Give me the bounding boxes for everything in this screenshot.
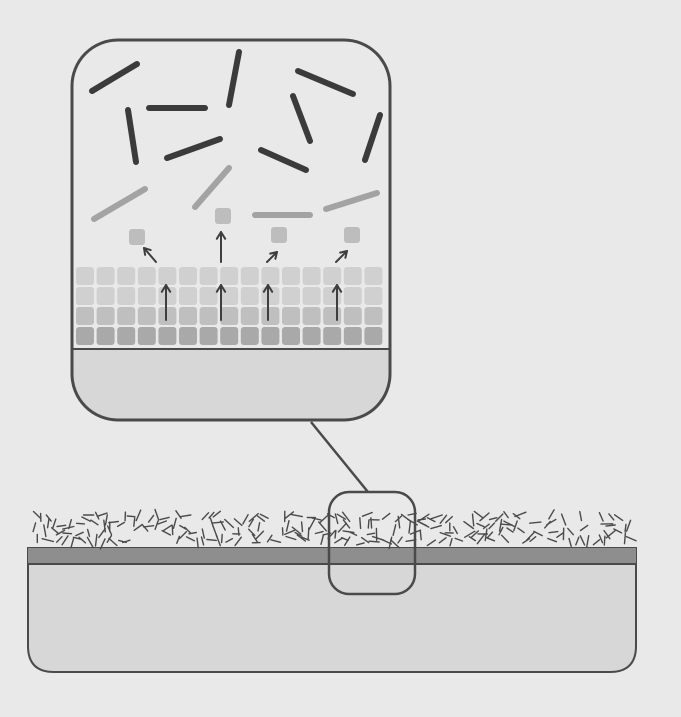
grain-cell bbox=[117, 307, 135, 325]
grain-cell bbox=[364, 267, 382, 285]
grain-cell bbox=[117, 267, 135, 285]
grain-cell bbox=[200, 327, 218, 345]
grain-cell bbox=[282, 327, 300, 345]
grain-cell bbox=[97, 267, 115, 285]
grain-cell bbox=[158, 327, 176, 345]
grain-cell bbox=[179, 327, 197, 345]
nucleus bbox=[344, 227, 360, 243]
grain-cell bbox=[117, 287, 135, 305]
grain-cell bbox=[76, 307, 94, 325]
nucleus bbox=[129, 229, 145, 245]
grain-cell bbox=[117, 327, 135, 345]
grain-cell bbox=[344, 267, 362, 285]
surface-crystal bbox=[222, 535, 223, 543]
grain-cell bbox=[364, 287, 382, 305]
nucleus bbox=[271, 227, 287, 243]
surface-crystal bbox=[127, 516, 135, 517]
grain-cell bbox=[282, 267, 300, 285]
grain-cell bbox=[261, 307, 279, 325]
grain-cell bbox=[97, 287, 115, 305]
magnified-view bbox=[72, 40, 390, 429]
grain-cell bbox=[344, 327, 362, 345]
grain-cell bbox=[364, 307, 382, 325]
grain-cell bbox=[303, 287, 321, 305]
surface-crystal bbox=[625, 533, 626, 544]
surface-crystal bbox=[63, 533, 72, 534]
grain-cell bbox=[241, 327, 259, 345]
grain-cell bbox=[282, 287, 300, 305]
surface-crystal bbox=[625, 524, 626, 531]
grain-cell bbox=[344, 307, 362, 325]
grain-cell bbox=[303, 307, 321, 325]
grain-cell bbox=[261, 267, 279, 285]
grain-cell bbox=[241, 267, 259, 285]
grain-cell bbox=[179, 307, 197, 325]
grain-cell bbox=[303, 267, 321, 285]
surface-crystal bbox=[207, 540, 216, 541]
grain-cell bbox=[364, 327, 382, 345]
magnified-substrate bbox=[72, 349, 390, 429]
grain-cell bbox=[303, 327, 321, 345]
grain-cell bbox=[76, 327, 94, 345]
grain-cell bbox=[282, 307, 300, 325]
surface-crystal bbox=[238, 528, 239, 535]
surface-crystal bbox=[604, 536, 605, 545]
grain-cell bbox=[200, 267, 218, 285]
grain-cell bbox=[323, 267, 341, 285]
grain-cell bbox=[158, 287, 176, 305]
nucleus bbox=[215, 208, 231, 224]
grain-cell bbox=[138, 307, 156, 325]
grain-cell bbox=[158, 307, 176, 325]
grain-cell bbox=[200, 307, 218, 325]
grain-cell bbox=[344, 287, 362, 305]
grain-cell bbox=[200, 287, 218, 305]
grain-cell bbox=[323, 307, 341, 325]
surface-crystal bbox=[369, 541, 379, 542]
surface-crystal bbox=[77, 523, 85, 524]
surface-crystal bbox=[134, 518, 135, 526]
grain-cell bbox=[261, 327, 279, 345]
grain-cell bbox=[179, 287, 197, 305]
surface-crystal bbox=[360, 518, 361, 529]
grain-cell bbox=[158, 267, 176, 285]
grain-cell bbox=[138, 327, 156, 345]
surface-crystal bbox=[335, 531, 336, 539]
grain-cell bbox=[97, 327, 115, 345]
coating-layer bbox=[28, 548, 636, 564]
grain-cell bbox=[241, 307, 259, 325]
grain-cell bbox=[323, 287, 341, 305]
grain-cell bbox=[241, 287, 259, 305]
surface-crystal bbox=[368, 520, 369, 528]
grain-cell bbox=[138, 287, 156, 305]
grain-cell bbox=[220, 327, 238, 345]
grain-cell bbox=[97, 307, 115, 325]
surface-crystal bbox=[302, 522, 303, 532]
grain-cell bbox=[76, 267, 94, 285]
grain-cell bbox=[76, 287, 94, 305]
surface-crystal bbox=[420, 531, 421, 540]
grain-cell bbox=[179, 267, 197, 285]
grain-cell bbox=[138, 267, 156, 285]
grain-cell bbox=[220, 307, 238, 325]
substrate-plate bbox=[28, 548, 636, 672]
grain-cell bbox=[220, 267, 238, 285]
surface-crystal bbox=[371, 518, 372, 528]
grain-cell bbox=[323, 327, 341, 345]
